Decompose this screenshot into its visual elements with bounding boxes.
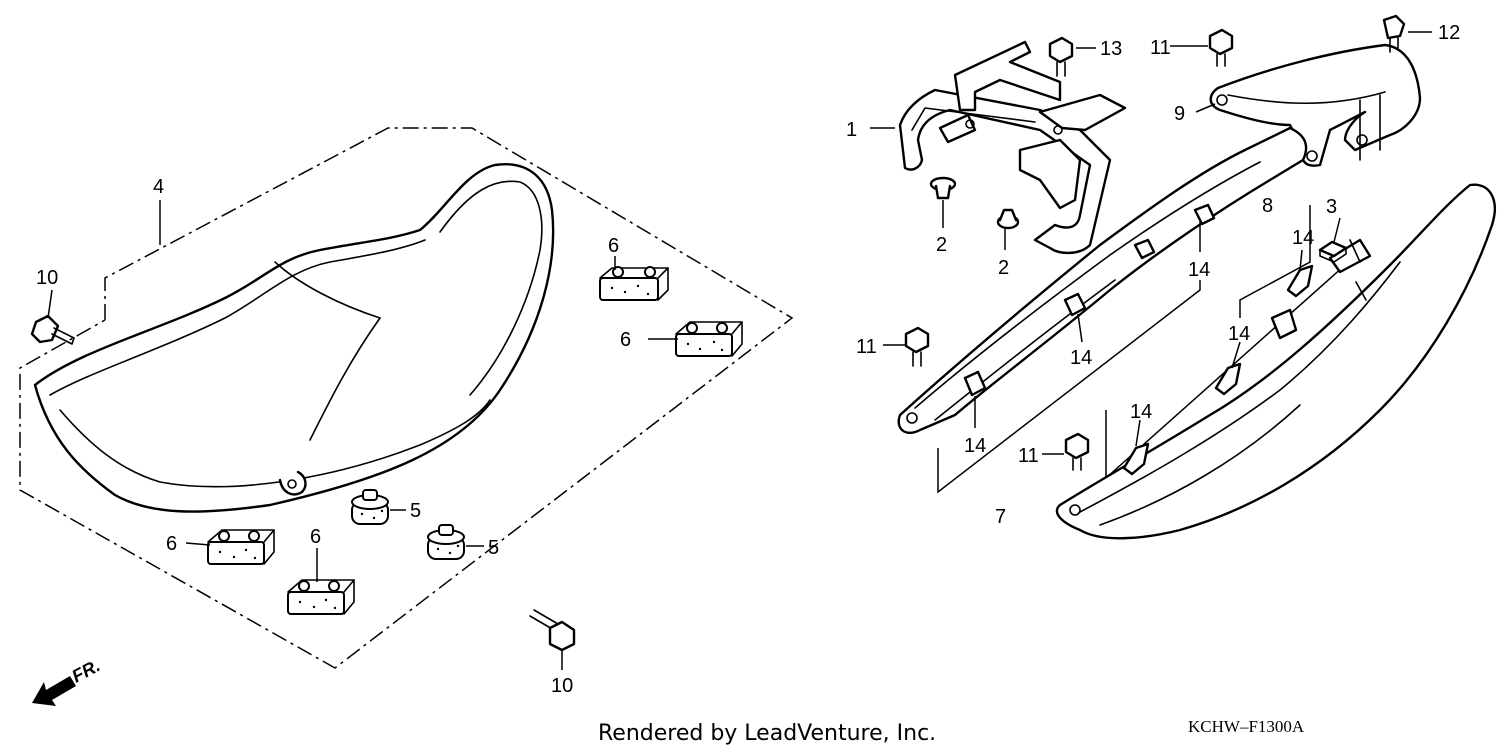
callout-2-a: 2	[936, 234, 947, 256]
clip-14-right-c[interactable]	[1122, 442, 1150, 476]
clip-14-right-b[interactable]	[1214, 362, 1242, 396]
callout-14-e: 14	[1130, 401, 1152, 423]
bolt-11-top[interactable]	[1208, 28, 1234, 67]
callout-4: 4	[153, 176, 164, 198]
grab-rail[interactable]	[898, 40, 1127, 255]
callout-14-a: 14	[1292, 227, 1314, 249]
clip-2-b[interactable]	[996, 208, 1020, 230]
callout-6-bottom: 6	[310, 526, 321, 548]
side-cover-left[interactable]	[897, 126, 1308, 435]
callout-6-left: 6	[166, 533, 177, 555]
bolt-12[interactable]	[1382, 14, 1406, 53]
callout-7: 7	[995, 506, 1006, 528]
clip-14-right-a[interactable]	[1286, 264, 1314, 298]
callout-1: 1	[846, 119, 857, 141]
seat[interactable]	[33, 163, 555, 513]
bolt-11-bottom[interactable]	[1064, 432, 1090, 471]
callout-14-d: 14	[1070, 347, 1092, 369]
side-cover-right[interactable]	[1055, 183, 1496, 540]
callout-9: 9	[1174, 103, 1185, 125]
callouts: 4 10 10 6 6 6 6 5 5 1 2 2 13 11 12 9 8 3…	[36, 22, 1460, 697]
callout-11-middle: 11	[856, 336, 877, 358]
callout-6-middle: 6	[620, 329, 631, 351]
cushion-6-left[interactable]	[207, 529, 275, 565]
leader-lines	[47, 31, 1432, 670]
callout-11-bottom: 11	[1018, 445, 1039, 467]
side-cover-group-boundary	[937, 280, 1201, 494]
cushion-6-bottom[interactable]	[287, 579, 355, 615]
callout-10-bottom: 10	[551, 675, 573, 697]
collar-3[interactable]	[1318, 240, 1348, 263]
rear-cowl[interactable]	[1209, 43, 1422, 167]
cushion-6-middle[interactable]	[675, 321, 743, 357]
callout-14-c: 14	[1228, 323, 1250, 345]
callout-13: 13	[1100, 38, 1122, 60]
callout-6-top: 6	[608, 235, 619, 257]
callout-11-top: 11	[1150, 37, 1171, 59]
diagram-code: KCHW–F1300A	[1188, 717, 1305, 736]
bolt-10-left[interactable]	[30, 314, 75, 345]
clip-2-a[interactable]	[929, 176, 957, 200]
bolt-10-bottom[interactable]	[529, 609, 576, 652]
callout-2-b: 2	[998, 257, 1009, 279]
footer-credit: Rendered by LeadVenture, Inc.	[598, 721, 936, 746]
fr-arrow-icon	[32, 676, 76, 706]
callout-8: 8	[1262, 195, 1273, 217]
callout-5-b: 5	[488, 537, 499, 559]
bolt-11-middle[interactable]	[904, 326, 930, 367]
cushion-6-top[interactable]	[599, 266, 669, 301]
front-direction-arrow: FR.	[32, 655, 103, 706]
callout-5-a: 5	[410, 500, 421, 522]
rubber-cushion-5-a[interactable]	[351, 489, 389, 525]
seat-group-boundary	[19, 127, 794, 669]
bolt-13[interactable]	[1048, 36, 1074, 77]
callout-10-left: 10	[36, 267, 58, 289]
fr-label: FR.	[68, 655, 103, 686]
callout-3: 3	[1326, 196, 1337, 218]
rubber-cushion-5-b[interactable]	[427, 524, 465, 560]
callout-12: 12	[1438, 22, 1460, 44]
callout-14-f: 14	[964, 435, 986, 457]
callout-14-b: 14	[1188, 259, 1210, 281]
